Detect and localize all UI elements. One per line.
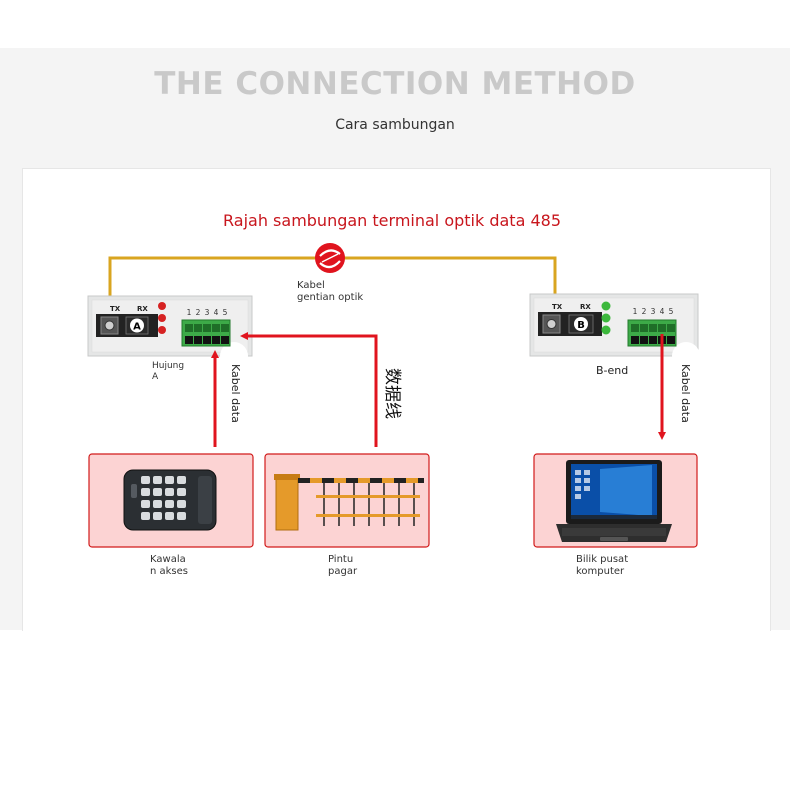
left-device-name-2: A: [152, 372, 159, 382]
gate-barrier-icon: [274, 474, 424, 531]
svg-text:4: 4: [214, 308, 219, 317]
tx-label: TX: [110, 305, 121, 313]
svg-text:3: 3: [651, 307, 656, 316]
svg-text:4: 4: [660, 307, 665, 316]
svg-text:5: 5: [223, 308, 228, 317]
pin-numbers: 1 2 3 4 5: [633, 307, 674, 316]
gate-label: Pintu: [328, 554, 353, 565]
svg-text:2: 2: [196, 308, 201, 317]
badge-a-label: A: [133, 322, 141, 333]
page-title: THE CONNECTION METHOD: [154, 66, 636, 102]
computer-room-label-2: komputer: [576, 566, 625, 577]
led-icon: [158, 302, 166, 310]
pin-numbers: 1 2 3 4 5: [187, 308, 228, 317]
right-device-name: B-end: [596, 364, 628, 377]
terminal-block: [181, 319, 231, 347]
keypad-icon: [123, 469, 217, 531]
access-control-label-2: n akses: [150, 566, 188, 577]
led-icon: [601, 301, 611, 311]
access-control-label: Kawala: [150, 554, 186, 565]
arrow-gate-to-terminal: [240, 332, 378, 447]
laptop-icon: [556, 460, 672, 542]
fiber-label-2: gentian optik: [297, 292, 363, 303]
svg-text:5: 5: [669, 307, 674, 316]
svg-text:2: 2: [642, 307, 647, 316]
led-icon: [158, 314, 166, 322]
badge-b-label: B: [577, 320, 585, 331]
fiber-label: Kabel: [297, 280, 325, 291]
rx-label: RX: [137, 305, 148, 313]
left-optical-terminal: TX RX A 1 2 3 4 5: [87, 295, 253, 370]
data-cable-label-right: Kabel data: [679, 364, 692, 423]
led-icon: [158, 326, 166, 334]
svg-text:3: 3: [205, 308, 210, 317]
svg-text:1: 1: [187, 308, 192, 317]
tx-label: TX: [552, 303, 563, 311]
left-device-name: Hujung: [152, 361, 184, 371]
led-icon: [601, 313, 611, 323]
terminal-block: [627, 319, 677, 347]
diagram-title: Rajah sambungan terminal optik data 485: [223, 211, 561, 230]
data-line-label: 数据线: [382, 368, 402, 419]
badge-b: [574, 317, 588, 331]
right-optical-terminal: TX RX B 1 2 3 4 5: [529, 293, 700, 370]
led-icon: [601, 325, 611, 335]
computer-room-label: Bilik pusat: [576, 554, 628, 565]
rx-label: RX: [580, 303, 591, 311]
page-subtitle: Cara sambungan: [335, 117, 455, 133]
gate-label-2: pagar: [328, 566, 358, 577]
svg-text:1: 1: [633, 307, 638, 316]
badge-a: [130, 318, 144, 333]
gate-barrier-box: [264, 453, 430, 548]
data-cable-label-left: Kabel data: [229, 364, 242, 423]
fiber-break-icon: [315, 243, 345, 273]
diagram-card: [22, 168, 771, 631]
